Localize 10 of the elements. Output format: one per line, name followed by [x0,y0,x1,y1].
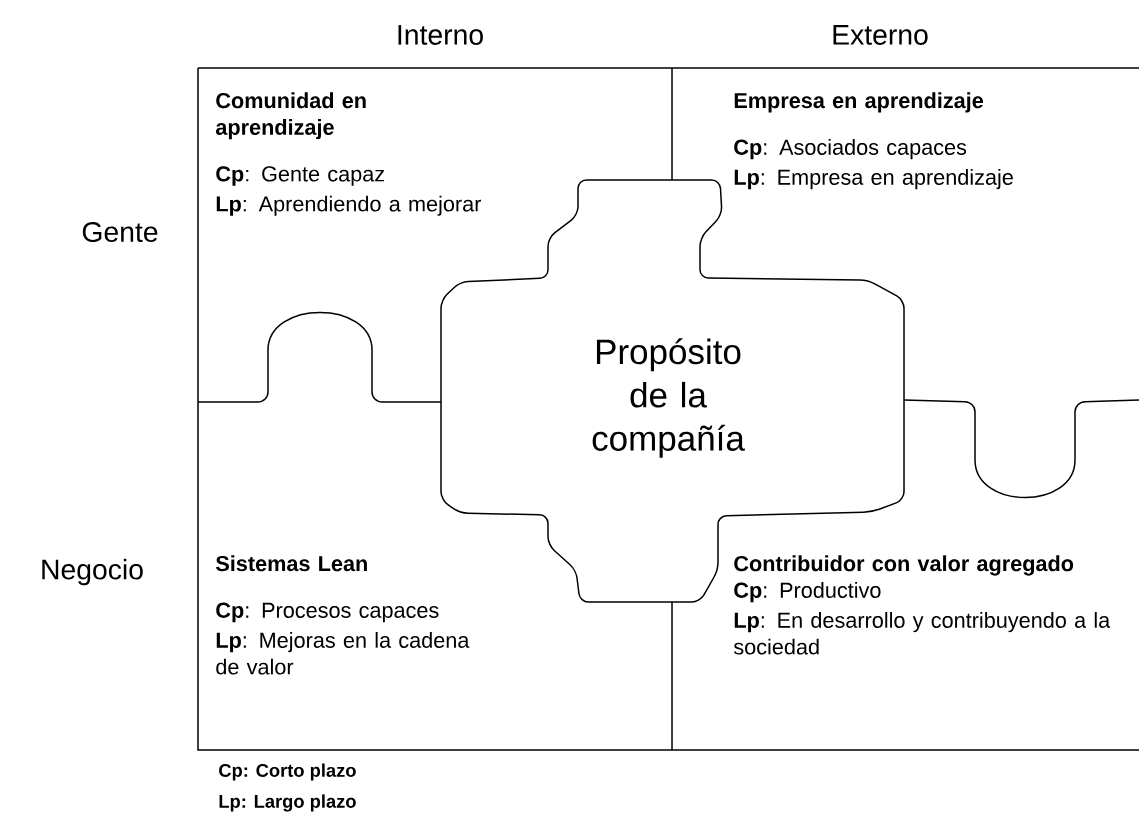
axis-label: Externo [833,25,928,45]
quadrant-text: Empresa en aprendizaje Cp: Asociados capaces Lp: Empresa en aprendizaje [734,92,1013,190]
note-text: Lp: Largo plazo [219,794,356,812]
quadrant-text: Sistemas Lean Cp: Procesos capaces Lp: Mejoras en la cadena de valor [215,555,470,675]
quadrant-text: Contribuidor con valor agregado Cp: Productivo Lp: En desarrollo y contribuyendo a la sociedad [733,555,1111,655]
axis-label: Interno [398,25,483,45]
note-text: Cp: Corto plazo [219,763,356,781]
axis-label: Negocio [42,558,143,586]
axis-label: Gente [82,221,158,243]
quadrant-text: Comunidad en aprendizaje Cp: Gente capaz Lp: Aprendiendo a mejorar [215,92,482,216]
